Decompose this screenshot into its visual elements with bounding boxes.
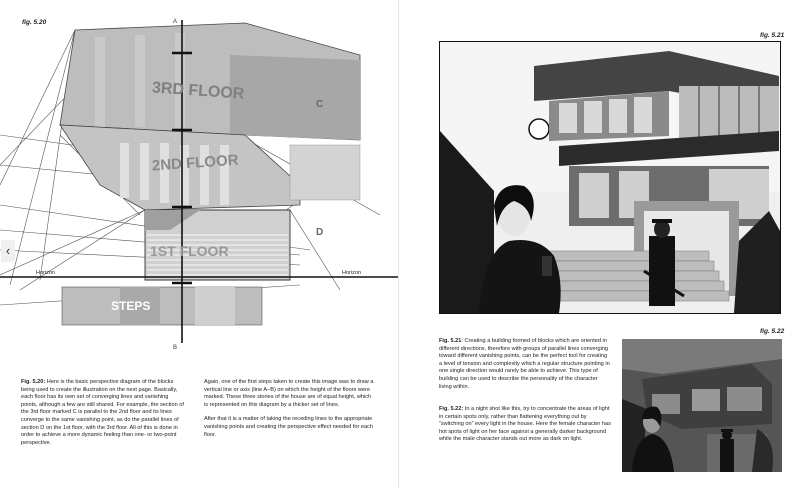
caption-fig-5-21-lead: Fig. 5.21: [439, 338, 462, 344]
caption-fig-5-20: Fig. 5.20: Here is the basic perspective…: [21, 379, 186, 447]
illustration-fig-5-22: [622, 339, 782, 472]
horizon-label-left: Horizon: [36, 270, 55, 276]
third-floor-block: [59, 22, 361, 141]
page-gutter: [398, 0, 399, 488]
caption-fig-5-22: Fig. 5.22: In a night shot like this, tr…: [439, 406, 611, 444]
caption-fig-5-21-text: : Creating a building formed of blocks w…: [439, 338, 610, 390]
fig-5-21-label: fig. 5.21: [760, 32, 785, 39]
caption-fig-5-21: Fig. 5.21: Creating a building formed of…: [439, 338, 611, 391]
fig-5-20-label: fig. 5.20: [22, 19, 47, 26]
caption-fig-5-20-lead: Fig. 5.20:: [21, 379, 46, 385]
steps-label: STEPS: [111, 299, 150, 313]
section-d-label: D: [316, 227, 323, 238]
steps-block: [61, 286, 263, 326]
chevron-left-icon: ‹: [5, 243, 11, 258]
caption-fig-5-22-text: In a night shot like this, try to concen…: [439, 406, 611, 443]
caption-axis-p2: After that it is a matter of taking the …: [204, 416, 374, 438]
male-silhouette: [720, 429, 734, 472]
moon: [528, 118, 550, 140]
axis-label-b: B: [173, 345, 177, 351]
caption-axis-notes: Again, one of the first steps taken to c…: [204, 379, 376, 439]
caption-fig-5-22-lead: Fig. 5.22:: [439, 406, 464, 412]
third-floor-label: 3RD FLOOR: [151, 79, 245, 102]
perspective-diagram: A B 3RD FLOOR 2ND FLOOR 1ST FLOOR STEPS …: [0, 19, 398, 351]
male-character: [643, 219, 685, 306]
caption-fig-5-20-text: Here is the basic perspective diagram of…: [21, 379, 184, 446]
illustration-fig-5-21: [439, 41, 781, 314]
fig-5-22-label: fig. 5.22: [760, 328, 785, 335]
second-floor-label: 2ND FLOOR: [151, 152, 239, 175]
caption-axis-p1: Again, one of the first steps taken to c…: [204, 379, 374, 408]
horizon-label-right: Horizon: [342, 270, 361, 276]
female-character: [479, 185, 561, 313]
previous-page-button[interactable]: ‹: [1, 240, 15, 262]
section-c-label: C: [316, 99, 323, 110]
second-floor-block: [59, 124, 361, 211]
axis-label-a: A: [173, 19, 177, 25]
first-floor-label: 1ST FLOOR: [150, 243, 229, 259]
female-silhouette: [632, 406, 674, 472]
floor-height-marks: [172, 51, 192, 285]
